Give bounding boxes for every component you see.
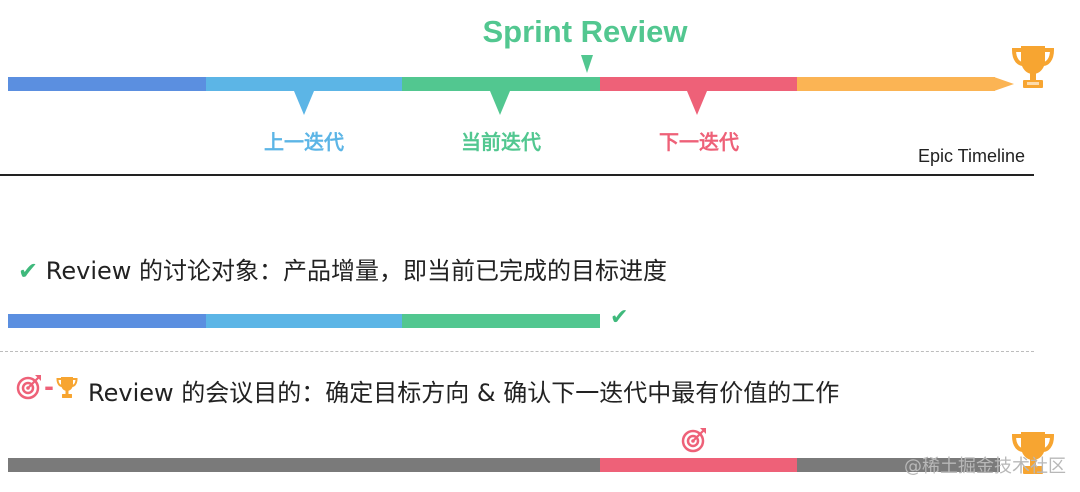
progress-segment-1	[8, 314, 206, 328]
target-icon	[16, 375, 41, 400]
epic-timeline-label: Epic Timeline	[917, 146, 1025, 166]
watermark: @稀土掘金技术社区	[904, 456, 1066, 477]
timeline-segment-1	[8, 77, 206, 91]
goal-segment-next	[600, 458, 797, 472]
goal-segment-future	[797, 458, 1000, 472]
current-iteration-pointer	[490, 91, 510, 115]
next-iteration-label: 下一迭代	[659, 130, 739, 154]
timeline-segment-previous	[206, 77, 402, 91]
timeline-segment-future	[797, 77, 995, 91]
sprint-review-pointer	[581, 55, 593, 73]
check-icon: ✔	[18, 257, 39, 285]
progress-segment-2	[206, 314, 402, 328]
goal-dash: -	[44, 373, 54, 401]
progress-check-icon: ✔	[610, 305, 629, 330]
review-object-row: ✔ Review 的讨论对象：产品增量，即当前已完成的目标进度	[18, 251, 667, 286]
timeline-segment-current	[402, 77, 600, 91]
progress-segment-3	[402, 314, 600, 328]
current-iteration-label: 当前迭代	[461, 130, 541, 154]
sprint-review-title: Sprint Review	[482, 14, 688, 49]
next-iteration-pointer	[687, 91, 707, 115]
trophy-icon-small	[56, 377, 78, 398]
section-divider	[0, 351, 1034, 352]
timeline-segment-next	[600, 77, 797, 91]
timeline-arrowhead	[994, 77, 1014, 91]
target-icon-next-iteration	[681, 428, 706, 453]
epic-timeline-axis	[0, 174, 1034, 176]
goal-segment-past	[8, 458, 600, 472]
trophy-icon-bottom	[1011, 432, 1055, 474]
previous-iteration-label: 上一迭代	[264, 130, 344, 154]
trophy-icon	[1011, 46, 1055, 88]
review-goal-text: Review 的会议目的：确定目标方向 & 确认下一迭代中最有价值的工作	[88, 379, 840, 407]
review-object-text: Review 的讨论对象：产品增量，即当前已完成的目标进度	[45, 257, 668, 285]
previous-iteration-pointer	[294, 91, 314, 115]
